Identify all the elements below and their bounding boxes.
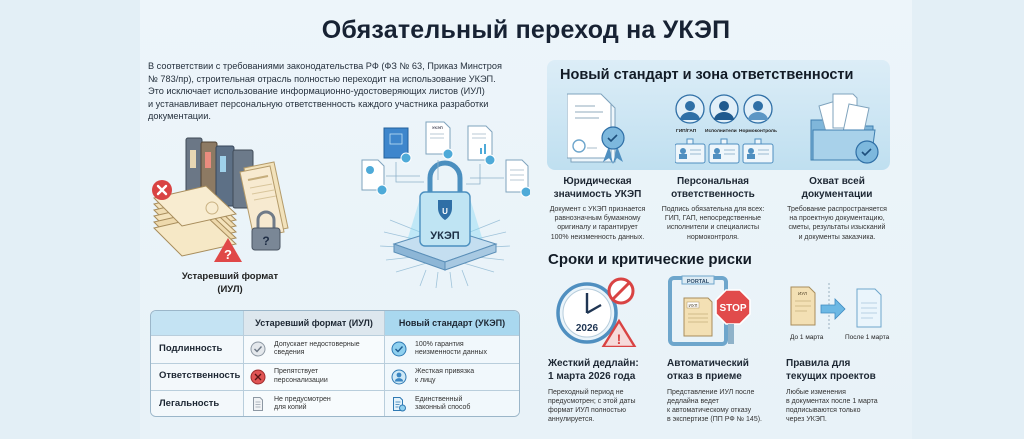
table-header-new: Новый стандарт (УКЭП): [384, 311, 519, 335]
intro-line: документации.: [148, 111, 211, 122]
id-badges-icon: [675, 138, 774, 164]
block-heading: Жесткий дедлайн:1 марта 2026 года: [548, 358, 639, 382]
infographic: Обязательный переход на УКЭП В соответст…: [140, 0, 912, 439]
blueprint-document-icon: [383, 127, 412, 164]
intro-line: и устанавливает персональную ответственн…: [148, 98, 489, 109]
ukep-chip-illustration: U УКЭП УКЭП: [360, 120, 530, 290]
person-icon: [391, 369, 407, 385]
role-label: Нормоконтроль: [739, 129, 777, 134]
before-after-documents-icon: ИУЛ: [790, 283, 882, 329]
svg-text:УКЭП: УКЭП: [430, 230, 460, 242]
certified-document-icon: [567, 93, 625, 164]
svg-text:2026: 2026: [576, 323, 599, 334]
signed-document-icon: [393, 397, 406, 412]
avatar-woman-icon: [743, 94, 773, 124]
avatar-woman-icon: [675, 94, 705, 124]
svg-text:?: ?: [224, 247, 232, 262]
criterion-label: Ответственность: [151, 363, 243, 390]
gray-check-icon: [250, 341, 266, 357]
warning-question-icon: ?: [214, 238, 242, 262]
padlock-question-icon: ?: [251, 210, 281, 251]
red-cross-icon: [250, 369, 266, 385]
old-paper-documents-illustration: ? ?: [150, 128, 290, 268]
loose-papers-icon: [239, 161, 289, 239]
portal-stop-icon: PORTAL ИУЛ STOP: [668, 275, 751, 346]
svg-text:PORTAL: PORTAL: [687, 279, 710, 285]
document-folder-icon: [810, 93, 879, 164]
old-format-caption: Устаревший формат (ИУЛ): [181, 271, 279, 295]
avatar-man-icon: [709, 94, 739, 124]
svg-text:УКЭП: УКЭП: [432, 125, 443, 130]
connector-arrows-icon: [386, 160, 504, 185]
svg-text:STOP: STOP: [719, 303, 746, 314]
criterion-label: Подлинность: [151, 336, 243, 363]
chart-document-icon: [467, 125, 496, 166]
padlock-shield-icon: U УКЭП: [419, 160, 471, 247]
comparison-table: Устаревший формат (ИУЛ) Новый стандарт (…: [150, 310, 520, 417]
arrow-right-icon: [820, 298, 846, 320]
deadline-block: Жесткий дедлайн:1 марта 2026 года Перехо…: [548, 357, 658, 424]
block-text: Подпись обязательна для всех:ГИП, ГАП, н…: [661, 206, 765, 241]
svg-text:?: ?: [262, 234, 269, 248]
pie-document-icon: [361, 159, 388, 196]
table-header-empty: [151, 311, 243, 335]
intro-line: Это исключает использование информационн…: [148, 86, 485, 97]
svg-text:ИУЛ: ИУЛ: [798, 291, 807, 296]
svg-text:ИУЛ: ИУЛ: [689, 303, 698, 308]
deadline-clock-icon: 2026 !: [556, 277, 637, 347]
iul-document-icon: ИУЛ: [790, 286, 816, 326]
text-document-icon: [505, 159, 530, 198]
role-label: Исполнители: [705, 129, 737, 134]
before-label: До 1 марта: [790, 334, 824, 341]
new-standard-panel: Новый стандарт и зона ответственности ГИ…: [547, 60, 890, 170]
risks-title: Сроки и критические риски: [548, 251, 752, 268]
intro-paragraph: В соответствии с требованиями законодате…: [148, 60, 538, 123]
new-standard-title: Новый стандарт и зона ответственности: [560, 67, 854, 83]
signed-document-icon: [856, 288, 882, 328]
intro-line: № 783/пр), строительная отрасль полность…: [148, 73, 496, 84]
role-label: ГИП/ГАП: [676, 129, 697, 134]
paper-stack-icon: [153, 185, 238, 257]
intro-line: В соответствии с требованиями законодате…: [148, 61, 502, 71]
after-label: После 1 марта: [845, 334, 890, 341]
table-header-row: Устаревший формат (ИУЛ) Новый стандарт (…: [151, 311, 519, 335]
svg-text:!: !: [617, 331, 622, 347]
ukep-document-icon: УКЭП: [425, 121, 454, 160]
svg-text:U: U: [442, 207, 448, 216]
blue-check-icon: [391, 341, 407, 357]
criterion-label: Легальность: [151, 391, 243, 416]
table-header-old: Устаревший формат (ИУЛ): [243, 311, 384, 335]
document-icon: [253, 397, 263, 412]
red-cross-icon: [152, 180, 172, 200]
page-title: Обязательный переход на УКЭП: [321, 16, 731, 44]
